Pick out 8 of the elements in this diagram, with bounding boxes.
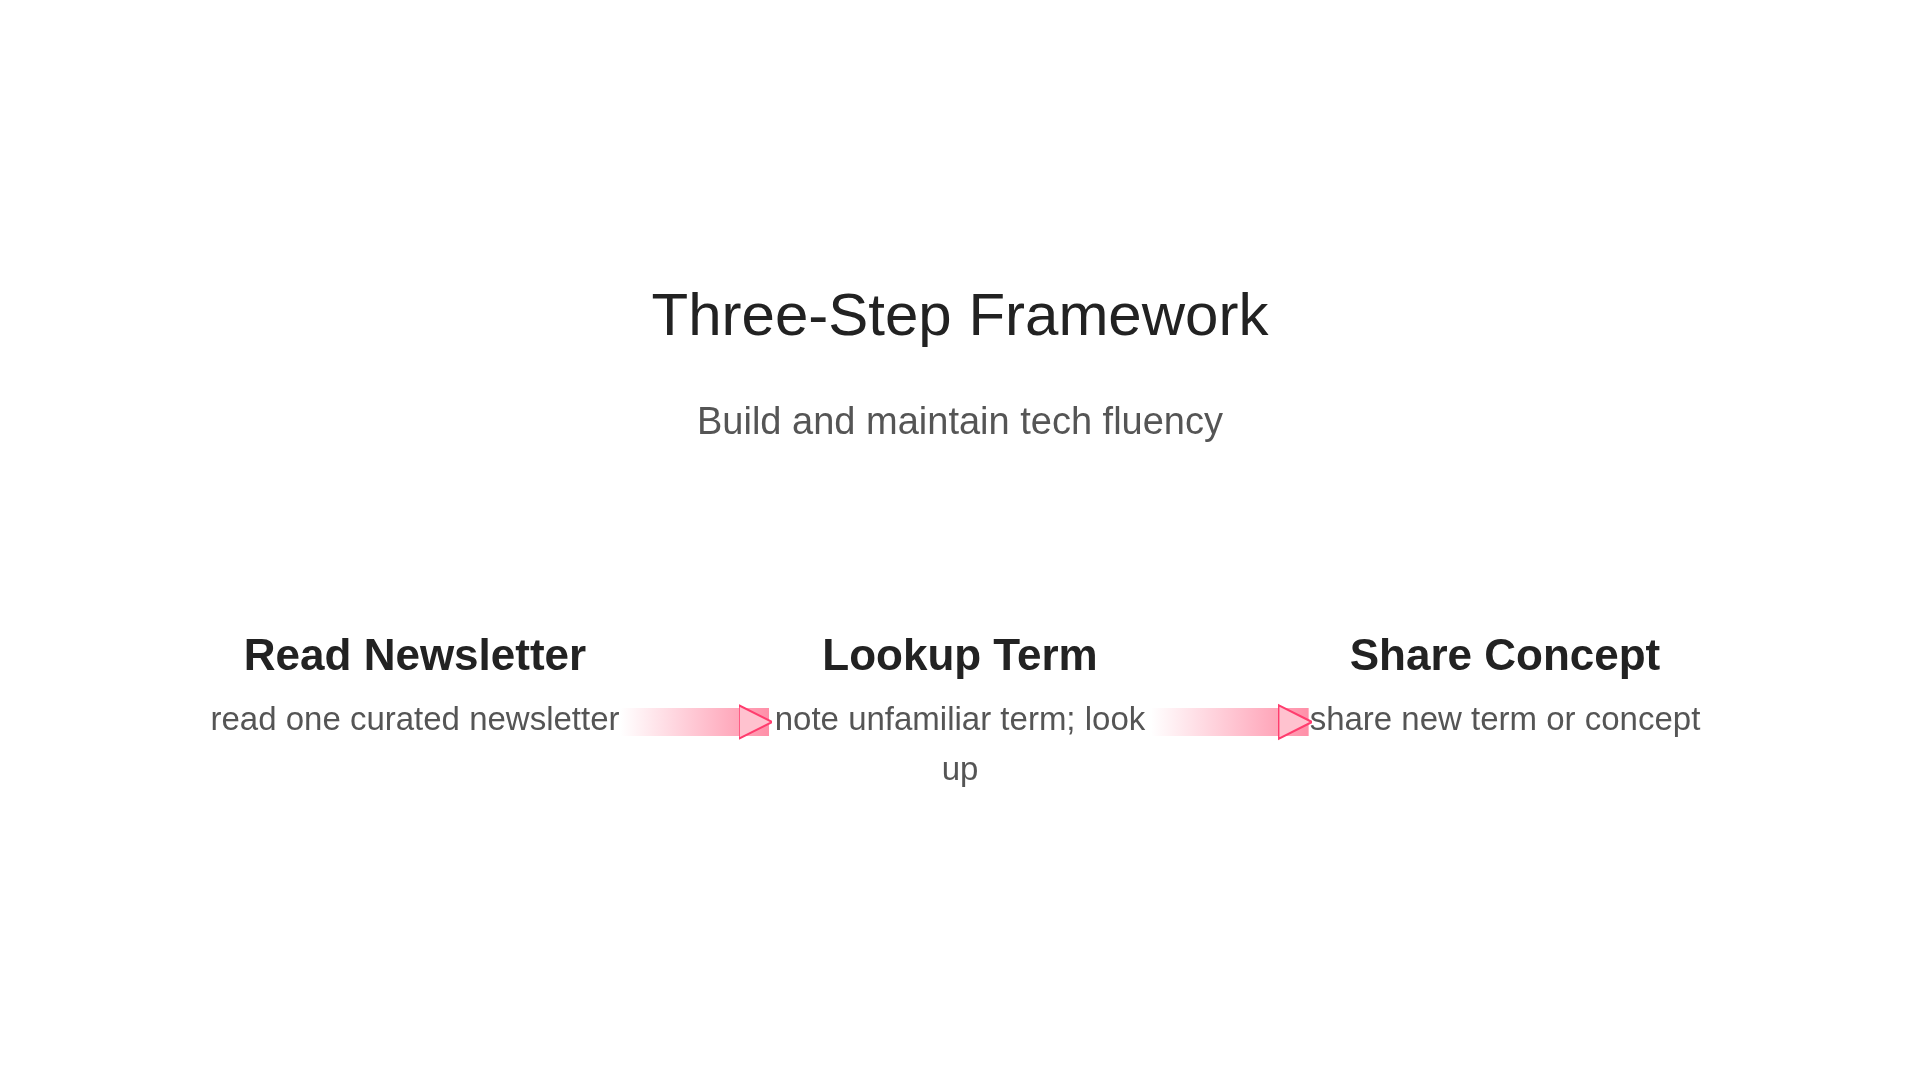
step-description: share new term or concept — [1309, 699, 1701, 739]
step-heading: Read Newsletter — [243, 630, 587, 680]
diagram-title: Three-Step Framework — [651, 281, 1269, 348]
diagram-subtitle: Build and maintain tech fluency — [697, 400, 1223, 442]
step-heading: Share Concept — [1349, 630, 1661, 680]
step-heading: Lookup Term — [822, 630, 1098, 680]
step-description: note unfamiliar term; look up — [773, 699, 1147, 789]
step-description: read one curated newsletter — [210, 699, 620, 739]
